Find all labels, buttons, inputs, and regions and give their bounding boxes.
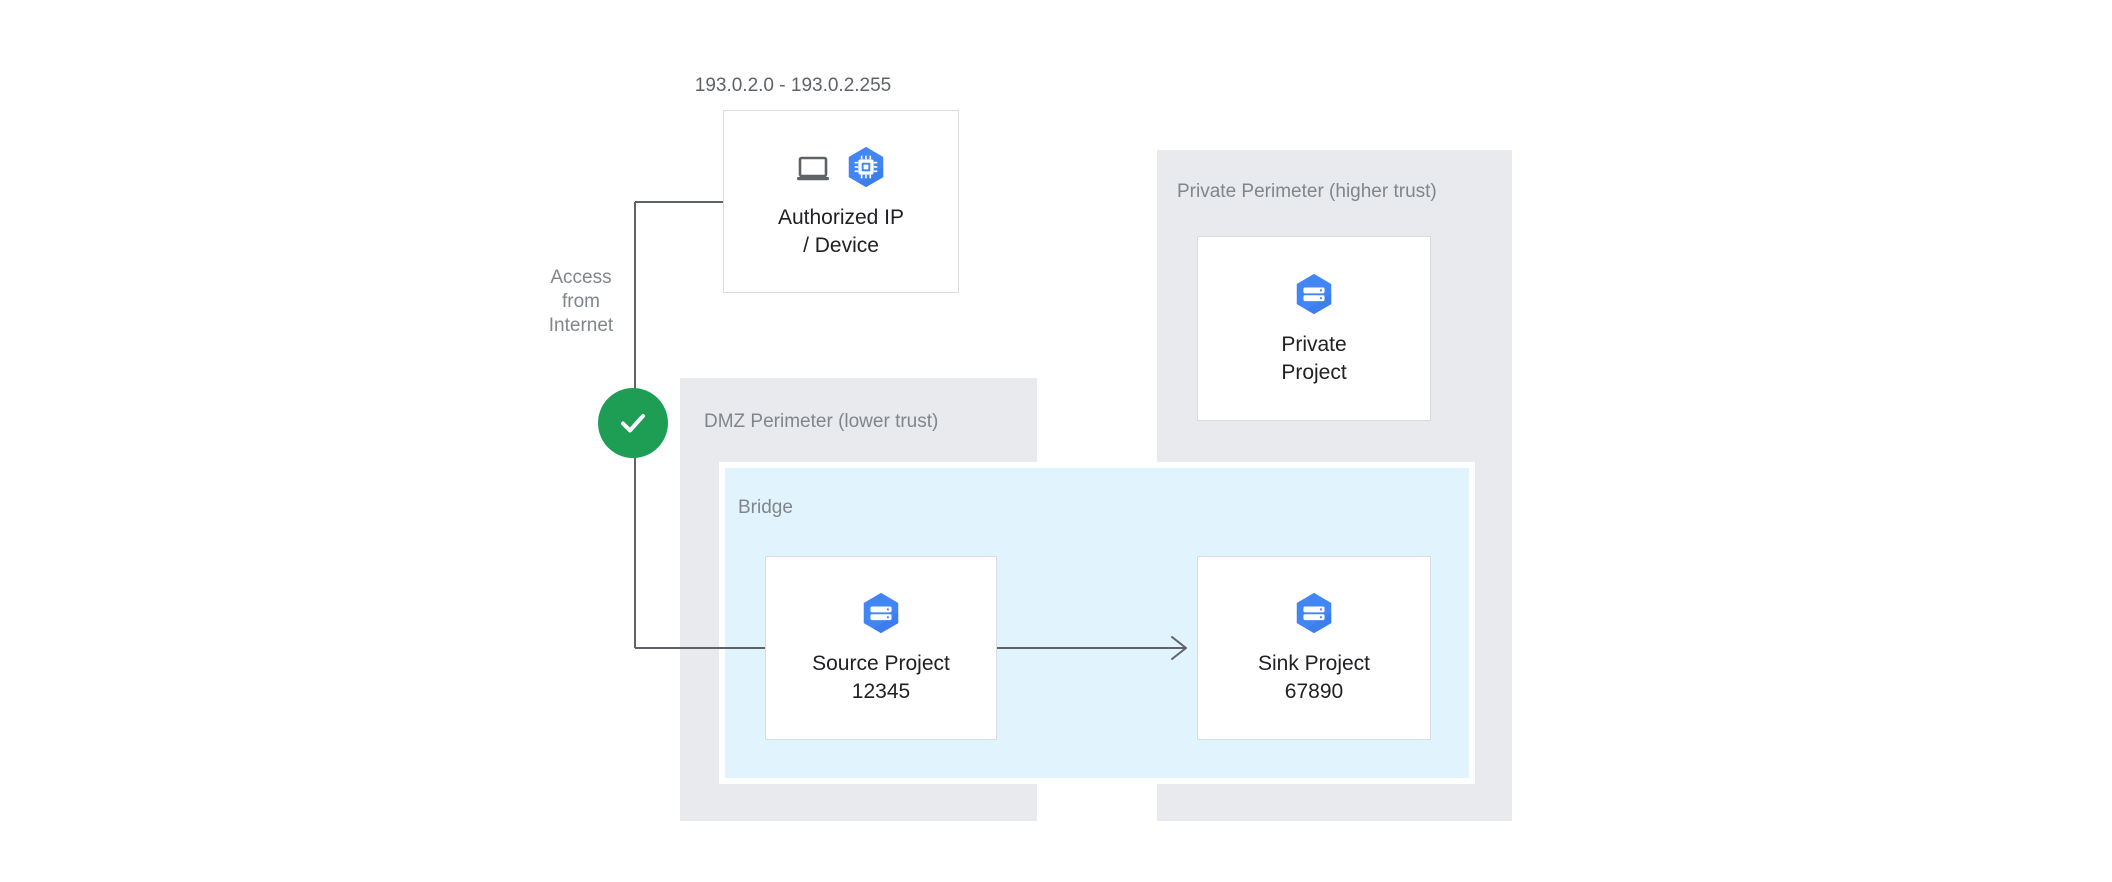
- node-icon-group: [793, 144, 889, 190]
- check-circle-icon: [598, 388, 668, 458]
- access-from-internet-label: Access from Internet: [548, 267, 614, 336]
- node-private-project[interactable]: Private Project: [1197, 236, 1431, 421]
- node-icon-group: [1291, 590, 1337, 636]
- ip-range-caption: 193.0.2.0 - 193.0.2.255: [694, 75, 892, 96]
- server-hexagon-icon: [863, 592, 899, 634]
- cpu-hexagon-icon: [848, 146, 884, 187]
- node-sink-project-label: Sink Project 67890: [1257, 652, 1371, 703]
- node-private-project-label: Private Project: [1281, 332, 1347, 384]
- perimeter-dmz-label: DMZ Perimeter (lower trust): [704, 411, 939, 432]
- node-icon-group: [858, 590, 904, 636]
- bridge-label: Bridge: [738, 497, 793, 518]
- node-source-project-label: Source Project 12345: [812, 652, 950, 703]
- perimeter-private-label: Private Perimeter (higher trust): [1177, 181, 1437, 202]
- server-hexagon-icon: [1296, 273, 1332, 314]
- node-sink-project[interactable]: Sink Project 67890: [1197, 556, 1431, 740]
- check-glyph: [621, 414, 645, 433]
- laptop-icon: [797, 156, 829, 180]
- node-source-project[interactable]: Source Project 12345: [765, 556, 997, 740]
- node-authorized-ip-device[interactable]: Authorized IP / Device: [723, 110, 959, 293]
- server-hexagon-icon: [1296, 592, 1332, 634]
- node-authorized-ip-device-label: Authorized IP / Device: [777, 205, 905, 257]
- node-icon-group: [1291, 271, 1337, 317]
